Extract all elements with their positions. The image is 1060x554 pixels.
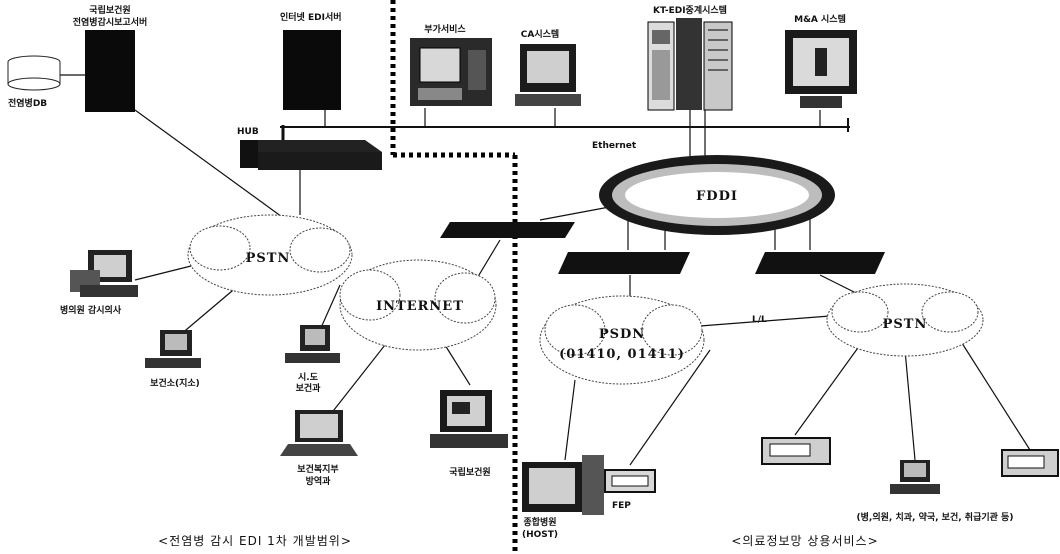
ethernet-label: Ethernet: [592, 141, 637, 151]
ca-system-pc: [515, 44, 581, 106]
province-pc: [285, 325, 340, 363]
value-added-label: 부가서비스: [424, 23, 466, 35]
mna-system-monitor: [785, 30, 857, 108]
switch-pstn: [755, 252, 885, 274]
ca-system-label: CA시스템: [521, 28, 559, 40]
ministry-label-1: 보건복지부: [297, 463, 338, 475]
value-added-service-pc: [410, 38, 492, 106]
router-left: [440, 222, 575, 238]
caption-left: <전염병 감시 EDI 1차 개발범위>: [158, 534, 352, 548]
host-label-1: 종합병원: [523, 516, 556, 528]
kt-relay-label: KT-EDI중계시스템: [653, 4, 727, 16]
fep-label: FEP: [612, 501, 631, 511]
server-top-label-1: 국립보건원: [89, 4, 130, 16]
link-switch2-pstn: [820, 275, 860, 295]
hub-label: HUB: [237, 127, 259, 137]
internet-edi-server-label: 인터넷 EDI서버: [280, 11, 342, 23]
link-host-psdn: [565, 380, 575, 460]
fep-device: [605, 470, 655, 492]
pstn-right-label: PSTN: [883, 317, 928, 332]
psdn-numbers-label: (01410, 01411): [559, 347, 685, 362]
kt-edi-relay-system: [648, 18, 732, 110]
mna-system-label: M&A 시스템: [794, 13, 846, 25]
ministry-label-2: 방역과: [306, 475, 332, 487]
host-pc: [522, 455, 604, 515]
link-user1-pstn: [795, 345, 860, 435]
surveillance-server: [85, 30, 135, 112]
nih-pc: [430, 390, 508, 448]
link-province-pstn: [320, 285, 340, 330]
link-user3-pstn: [960, 340, 1030, 450]
province-label-1: 시.도: [298, 372, 319, 383]
province-label-2: 보건과: [296, 382, 322, 394]
host-label-2: (HOST): [522, 530, 558, 540]
user-terminal-3: [1002, 450, 1058, 476]
internet-edi-server: [283, 30, 341, 110]
nih-label: 국립보건원: [449, 466, 490, 478]
switch-psdn: [558, 252, 690, 274]
pstn-left-label: PSTN: [246, 251, 291, 266]
link-user2-pstn: [905, 350, 915, 460]
epidemic-db: [8, 56, 60, 90]
hub-device: [240, 125, 382, 170]
link-nih-internet: [445, 345, 470, 385]
clinic-pc: [70, 250, 138, 297]
psdn-label: PSDN: [599, 327, 645, 342]
user-terminal-2: [890, 460, 940, 494]
ministry-laptop: [280, 410, 358, 456]
internet-label: INTERNET: [376, 299, 464, 314]
caption-right: <의료정보망 상용서비스>: [731, 534, 878, 548]
users-right-label: (병,의원, 치과, 약국, 보건, 취급기관 등): [857, 511, 1014, 523]
user-terminal-1: [762, 438, 830, 464]
ll-label: L/L: [752, 315, 767, 325]
health-center-pc: [145, 330, 201, 368]
db-label: 전염병DB: [8, 97, 47, 109]
server-top-label-2: 전염병감시보고서버: [73, 16, 148, 28]
health-center-label: 보건소(지소): [150, 377, 200, 389]
fddi-label: FDDI: [696, 189, 738, 204]
clinic-monitor-label: 병의원 감시의사: [60, 304, 122, 316]
